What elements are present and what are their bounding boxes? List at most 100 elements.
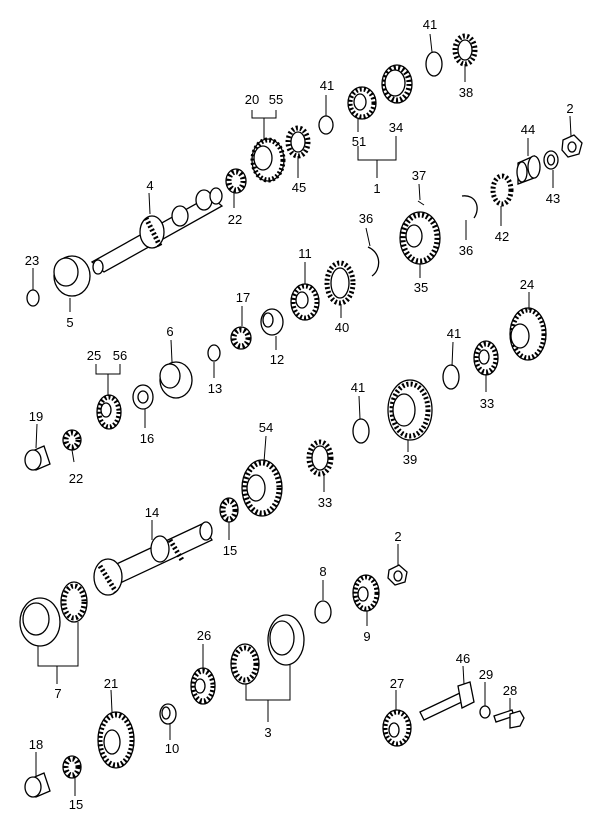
shaft-46 bbox=[419, 681, 475, 721]
synchro-ring-45 bbox=[285, 125, 311, 159]
label-21: 21 bbox=[104, 676, 118, 691]
gear-35 bbox=[399, 211, 441, 265]
label-41-top: 41 bbox=[320, 78, 334, 93]
counter-shaft-14 bbox=[93, 521, 213, 596]
bearing-7 bbox=[19, 581, 88, 647]
label-12: 12 bbox=[270, 352, 284, 367]
nut-2-lower bbox=[387, 564, 408, 586]
pin-37 bbox=[417, 200, 425, 206]
label-11: 11 bbox=[298, 246, 312, 261]
label-35: 35 bbox=[414, 280, 428, 295]
synchro-ring-38 bbox=[452, 33, 478, 67]
snap-ring-41-c bbox=[442, 364, 460, 390]
needle-bearing-15-mid bbox=[219, 497, 239, 523]
hub-33-right bbox=[473, 340, 499, 376]
label-24: 24 bbox=[520, 277, 534, 292]
label-5: 5 bbox=[66, 315, 73, 330]
label-54: 54 bbox=[259, 420, 273, 435]
label-43: 43 bbox=[546, 191, 560, 206]
needle-bearing-22-upper bbox=[225, 168, 247, 194]
synchro-hub-51 bbox=[347, 86, 377, 120]
label-45: 45 bbox=[292, 180, 306, 195]
gear-9 bbox=[352, 574, 380, 612]
snap-ring-23 bbox=[26, 289, 40, 307]
label-36-right: 36 bbox=[459, 243, 473, 258]
label-41-midright: 41 bbox=[447, 326, 461, 341]
label-38: 38 bbox=[459, 85, 473, 100]
snap-ring-41-b bbox=[425, 51, 443, 77]
bearing-5 bbox=[53, 255, 91, 297]
needle-bearing-17 bbox=[230, 326, 252, 350]
label-26: 26 bbox=[197, 628, 211, 643]
label-18: 18 bbox=[29, 737, 43, 752]
gear-27 bbox=[382, 709, 412, 747]
gear-21 bbox=[97, 711, 135, 769]
snap-ring-41-d bbox=[352, 418, 370, 444]
label-23: 23 bbox=[25, 253, 39, 268]
gear-25-56 bbox=[96, 394, 122, 430]
label-19: 19 bbox=[29, 409, 43, 424]
label-39: 39 bbox=[403, 452, 417, 467]
label-7: 7 bbox=[54, 686, 61, 701]
synchro-ring-40 bbox=[324, 260, 356, 306]
label-40: 40 bbox=[335, 320, 349, 335]
label-3: 3 bbox=[264, 725, 271, 740]
label-41-mid: 41 bbox=[351, 380, 365, 395]
label-55: 55 bbox=[269, 92, 283, 107]
needle-bearing-15-lower bbox=[62, 755, 82, 779]
label-1: 1 bbox=[373, 181, 380, 196]
label-28: 28 bbox=[503, 683, 517, 698]
label-27: 27 bbox=[390, 676, 404, 691]
label-2-upper: 2 bbox=[566, 101, 573, 116]
snap-ring-8 bbox=[314, 600, 332, 624]
synchro-sleeve-39 bbox=[387, 379, 433, 441]
washer-43 bbox=[543, 150, 559, 170]
label-14: 14 bbox=[145, 505, 159, 520]
label-34: 34 bbox=[389, 120, 403, 135]
bushing-19 bbox=[24, 445, 51, 471]
needle-bearing-22-lower bbox=[62, 429, 82, 451]
label-9: 9 bbox=[363, 629, 370, 644]
label-13: 13 bbox=[208, 381, 222, 396]
washer-16 bbox=[132, 384, 154, 410]
label-16: 16 bbox=[140, 431, 154, 446]
bolt-28 bbox=[493, 709, 525, 729]
label-22-lower: 22 bbox=[69, 471, 83, 486]
bearing-3 bbox=[230, 614, 305, 685]
synchro-sleeve-34 bbox=[381, 64, 413, 104]
label-29: 29 bbox=[479, 667, 493, 682]
gear-26 bbox=[190, 667, 216, 705]
synchro-ring-33-left bbox=[306, 439, 334, 477]
label-22-upper: 22 bbox=[228, 212, 242, 227]
label-15-mid: 15 bbox=[223, 543, 237, 558]
ring-42 bbox=[490, 173, 514, 207]
nut-2-upper bbox=[561, 134, 583, 158]
label-44: 44 bbox=[521, 122, 535, 137]
washer-29 bbox=[479, 705, 491, 719]
circlip-36-right bbox=[461, 195, 478, 219]
label-33-left: 33 bbox=[318, 495, 332, 510]
label-2-lower: 2 bbox=[394, 529, 401, 544]
label-46: 46 bbox=[456, 651, 470, 666]
snap-ring-41-a bbox=[318, 115, 334, 135]
label-15-lower: 15 bbox=[69, 797, 83, 812]
part-labels: 4 23 5 22 20 55 45 41 51 34 1 41 38 2 44… bbox=[25, 17, 574, 812]
gear-54 bbox=[241, 459, 283, 517]
spacer-44 bbox=[516, 155, 541, 185]
gear-20-55 bbox=[250, 137, 286, 183]
label-51: 51 bbox=[352, 134, 366, 149]
label-20: 20 bbox=[245, 92, 259, 107]
label-36-left: 36 bbox=[359, 211, 373, 226]
label-41-topright: 41 bbox=[423, 17, 437, 32]
label-8: 8 bbox=[319, 564, 326, 579]
spacer-10 bbox=[159, 703, 177, 725]
label-33-right: 33 bbox=[480, 396, 494, 411]
gear-11 bbox=[290, 283, 320, 321]
bearing-6 bbox=[159, 361, 193, 399]
label-37: 37 bbox=[412, 168, 426, 183]
snap-ring-13 bbox=[207, 344, 221, 362]
bushing-18 bbox=[24, 772, 51, 798]
label-4: 4 bbox=[146, 178, 153, 193]
collar-12 bbox=[260, 308, 284, 336]
